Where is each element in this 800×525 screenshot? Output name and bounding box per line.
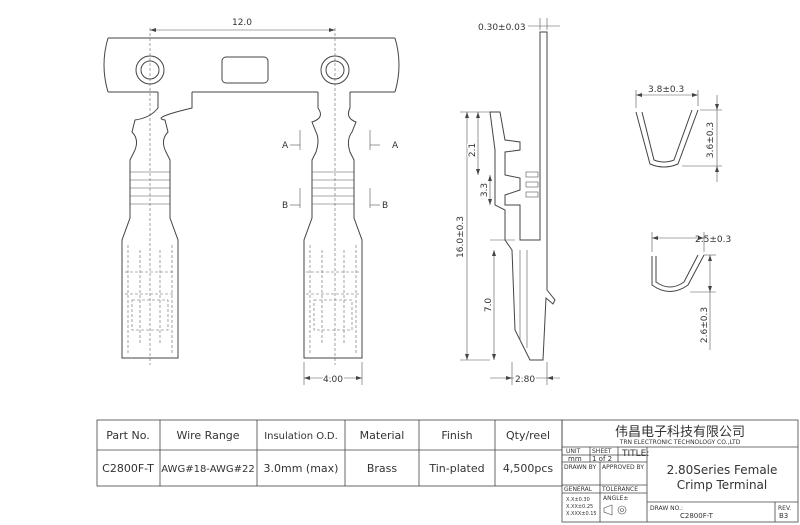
table-header-insulation: Insulation O.D. (264, 431, 338, 442)
approved-by-label: APPROVED BY (602, 464, 644, 471)
side-width-dimension: 2.80 (490, 362, 560, 387)
unit-label: UNIT (566, 448, 581, 455)
projection-icon (603, 504, 627, 516)
mid-height-label: 3.3 (480, 183, 490, 197)
total-length-label: 16.0±0.3 (456, 216, 466, 258)
front-width-dimension: 4.00 (303, 362, 363, 387)
title-label: TITLE: (621, 449, 649, 459)
table-header-wire-range: Wire Range (176, 429, 239, 442)
section-a-left: A (282, 141, 289, 151)
table-header-part-no: Part No. (106, 429, 149, 442)
sheet-label: SHEET (592, 448, 612, 455)
section-b-width-label: 2.5±0.3 (695, 235, 731, 245)
angle-label: ANGLE± (603, 495, 628, 502)
terminal-side-view (489, 31, 556, 361)
table-cell-insulation: 3.0mm (max) (264, 462, 339, 475)
section-b-left: B (282, 201, 288, 211)
lower-length-label: 7.0 (484, 298, 494, 313)
draw-no-value: C2800F-T (680, 512, 714, 520)
title-line-2: Crimp Terminal (677, 478, 767, 492)
section-b-view: 2.5±0.3 2.6±0.3 (651, 232, 731, 350)
rev-label: REV. (778, 505, 791, 512)
tolerance-label: TOLERANCE (601, 486, 638, 493)
terminal-front-left (121, 92, 193, 359)
sheet-value: 1 of 2 (592, 455, 612, 463)
section-markers: A A B B (282, 130, 399, 211)
tolerance-3: X.XXX±0.15 (566, 511, 597, 517)
section-b-height-label: 2.6±0.3 (700, 307, 710, 343)
tolerance-2: X.XX±0.25 (566, 504, 593, 510)
section-a-width-label: 3.8±0.3 (648, 85, 684, 95)
table-cell-material: Brass (367, 462, 398, 475)
company-name-cn: 伟昌电子科技有限公司 (615, 425, 745, 440)
table-header-finish: Finish (441, 429, 472, 442)
table-cell-finish: Tin-plated (428, 462, 484, 475)
table-header-qty: Qty/reel (506, 429, 550, 442)
carrier-strip (103, 28, 400, 365)
table-cell-part-no: C2800F-T (102, 462, 154, 475)
rev-value: B3 (779, 512, 788, 520)
general-label: GENERAL (564, 486, 593, 493)
unit-value: mm (568, 455, 582, 463)
thickness-dimension: 0.30±0.03 (478, 18, 560, 33)
drawn-by-label: DRAWN BY (564, 464, 596, 471)
spec-table: Part No. Wire Range Insulation O.D. Mate… (96, 419, 563, 487)
title-line-1: 2.80Series Female (667, 463, 778, 477)
section-a-view: 3.8±0.3 3.6±0.3 (635, 85, 722, 182)
section-b-right: B (382, 201, 388, 211)
table-cell-qty: 4,500pcs (503, 462, 554, 475)
table-header-material: Material (360, 429, 405, 442)
side-width-label: 2.80 (515, 375, 535, 385)
terminal-front-right (303, 92, 363, 359)
section-a-height-label: 3.6±0.3 (706, 122, 716, 158)
thickness-label: 0.30±0.03 (478, 23, 526, 33)
draw-no-label: DRAW NO.: (650, 505, 683, 512)
front-width-label: 4.00 (323, 375, 343, 385)
pitch-dimension: 12.0 (150, 18, 335, 32)
upper-height-label: 2.1 (468, 143, 478, 157)
table-cell-wire-range: AWG#18-AWG#22 (161, 464, 254, 475)
section-a-right: A (392, 141, 399, 151)
tolerance-1: X.X±0.30 (566, 497, 590, 503)
company-name-en: TRN ELECTRONIC TECHNOLOGY CO.,LTD (619, 439, 741, 446)
title-block: 伟昌电子科技有限公司 TRN ELECTRONIC TECHNOLOGY CO.… (561, 419, 799, 523)
side-vertical-dimensions: 16.0±0.3 2.1 3.3 7.0 (455, 111, 515, 361)
pitch-label: 12.0 (232, 18, 252, 28)
